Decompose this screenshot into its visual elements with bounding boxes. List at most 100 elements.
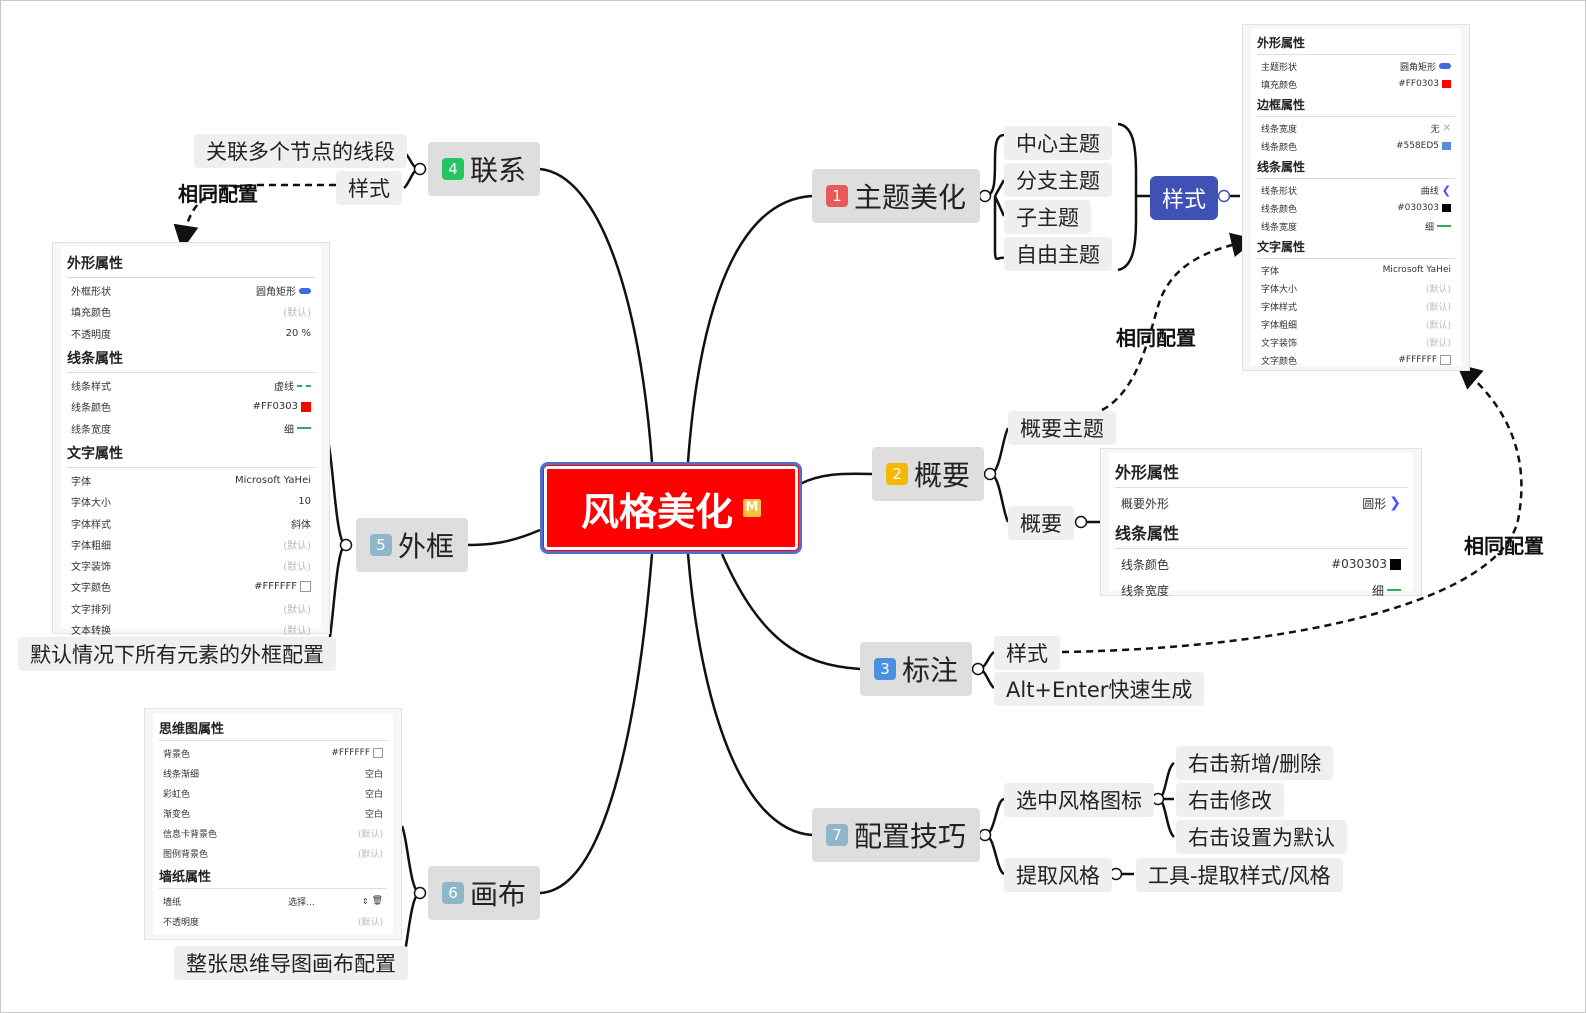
- color-swatch-icon: [373, 748, 383, 758]
- color-swatch-icon: [300, 581, 311, 593]
- prop-row[interactable]: 线条渐细空白: [163, 769, 383, 780]
- prop-row[interactable]: 文本转换(默认): [71, 626, 311, 637]
- priority-1-icon: 1: [826, 185, 848, 207]
- prop-row[interactable]: 彩虹色空白: [163, 789, 383, 800]
- central-topic[interactable]: 风格美化 M: [540, 462, 802, 554]
- branch-canvas[interactable]: 6 画布: [428, 866, 541, 920]
- topic-summary[interactable]: 概要: [1008, 506, 1074, 540]
- branch-boundary[interactable]: 5 外框: [356, 518, 469, 572]
- branch-theme-beautify[interactable]: 1 主题美化: [812, 169, 981, 223]
- topic-main-branch[interactable]: 分支主题: [1004, 163, 1112, 197]
- priority-3-icon: 3: [874, 658, 896, 680]
- prop-row[interactable]: 信息卡背景色(默认): [163, 829, 383, 840]
- topic-callout-style[interactable]: 样式: [994, 636, 1060, 670]
- style-node[interactable]: 样式: [1150, 176, 1218, 220]
- prop-row[interactable]: 概要外形圆形❯: [1121, 495, 1401, 511]
- priority-4-icon: 4: [442, 158, 464, 180]
- prop-row[interactable]: 外框形状圆角矩形: [67, 280, 315, 301]
- dashed-line-icon: [297, 384, 311, 387]
- prop-row[interactable]: 线条颜色#030303: [1115, 551, 1407, 577]
- branch-label: 概要: [914, 459, 971, 492]
- style-panel-theme: 外形属性 主题形状圆角矩形 填充颜色#FF0303 边框属性 线条宽度无✕ 线条…: [1242, 24, 1470, 371]
- topic-extract-style[interactable]: 提取风格: [1004, 858, 1112, 892]
- link-center-b4: [539, 167, 654, 463]
- branch-callout[interactable]: 3 标注: [860, 642, 973, 696]
- priority-6-icon: 6: [442, 882, 464, 904]
- prop-row[interactable]: 线条宽度细: [1115, 577, 1407, 603]
- prop-row[interactable]: 线条颜色#FF0303: [67, 396, 315, 417]
- section-text: 文字属性: [67, 439, 315, 468]
- topic-floating[interactable]: 自由主题: [1004, 237, 1112, 271]
- prop-row[interactable]: 字体粗细(默认): [71, 540, 311, 552]
- topic-canvas-desc[interactable]: 整张思维导图画布配置: [174, 946, 408, 980]
- style-panel-summary: 外形属性 概要外形圆形❯ 线条属性 线条颜色#030303 线条宽度细: [1100, 448, 1422, 598]
- branch-config-tips[interactable]: 7 配置技巧: [812, 808, 981, 862]
- branch-label: 标注: [902, 654, 959, 687]
- link-center-b1: [686, 194, 813, 463]
- prop-row[interactable]: 字体样式斜体: [71, 519, 311, 531]
- prop-row[interactable]: 线条样式虚线: [67, 375, 315, 396]
- line-width-icon: [297, 427, 311, 430]
- branch-label: 画布: [470, 878, 527, 911]
- prop-row[interactable]: 背景色#FFFFFF: [159, 743, 387, 763]
- section-line: 线条属性: [1115, 516, 1407, 549]
- dash-b3-style: [1061, 363, 1523, 654]
- prop-row[interactable]: 墙纸选择...⇕🗑: [163, 896, 383, 908]
- prop-row[interactable]: 线条颜色#558ED5: [1257, 137, 1455, 155]
- prop-row[interactable]: 线条宽度无✕: [1261, 122, 1451, 135]
- topic-sub-topic[interactable]: 子主题: [1004, 200, 1091, 234]
- prop-row[interactable]: 文字排列(默认): [71, 604, 311, 616]
- topic-right-click-add[interactable]: 右击新增/删除: [1176, 746, 1334, 780]
- rounded-rect-icon: [1439, 63, 1451, 69]
- prop-row[interactable]: 线条宽度细: [67, 417, 315, 438]
- section-map: 思维图属性: [159, 715, 387, 741]
- central-topic-label: 风格美化: [580, 489, 733, 534]
- branch-relationship[interactable]: 4 联系: [428, 142, 541, 196]
- prop-row[interactable]: 文字装饰(默认): [71, 562, 311, 574]
- branch-summary[interactable]: 2 概要: [872, 447, 985, 501]
- prop-row[interactable]: 字体样式(默认): [1261, 302, 1451, 313]
- topic-right-click-default[interactable]: 右击设置为默认: [1176, 820, 1347, 854]
- same-config-label-mid: 相同配置: [1116, 326, 1196, 350]
- prop-row[interactable]: 文字装饰(默认): [1261, 338, 1451, 349]
- prop-row[interactable]: 主题形状圆角矩形: [1257, 57, 1455, 75]
- prop-row[interactable]: 填充颜色#FF0303: [1257, 75, 1455, 93]
- section-border: 边框属性: [1257, 93, 1455, 117]
- prop-row[interactable]: 图例背景色(默认): [163, 849, 383, 860]
- topic-right-click-edit[interactable]: 右击修改: [1176, 783, 1284, 817]
- topic-select-style-icon[interactable]: 选中风格图标: [1004, 783, 1154, 817]
- prop-row[interactable]: 填充颜色(默认): [71, 308, 311, 320]
- topic-boundary-desc[interactable]: 默认情况下所有元素的外框配置: [18, 637, 336, 671]
- section-line: 线条属性: [67, 344, 315, 373]
- topic-tool-extract[interactable]: 工具-提取样式/风格: [1136, 858, 1343, 892]
- prop-row[interactable]: 字体粗细(默认): [1261, 320, 1451, 331]
- prop-row[interactable]: 线条颜色#030303: [1257, 199, 1455, 217]
- prop-row[interactable]: 文字颜色#FFFFFF: [67, 576, 315, 597]
- prop-row[interactable]: 线条宽度细: [1257, 217, 1455, 235]
- topic-relationship-desc[interactable]: 关联多个节点的线段: [194, 134, 407, 168]
- branch-label: 主题美化: [854, 181, 967, 214]
- topic-relationship-style[interactable]: 样式: [336, 171, 402, 205]
- prop-row[interactable]: 字体大小(默认): [1261, 284, 1451, 295]
- priority-2-icon: 2: [886, 463, 908, 485]
- color-swatch-icon: [1442, 80, 1451, 88]
- section-text: 文字属性: [1257, 235, 1455, 259]
- topic-alt-enter[interactable]: Alt+Enter快速生成: [994, 672, 1205, 706]
- prop-row[interactable]: 渐变色空白: [163, 809, 383, 820]
- stepper-icon: ⇕: [361, 896, 369, 906]
- prop-row[interactable]: 不透明度(默认): [163, 917, 383, 928]
- section-shape: 外形属性: [1115, 455, 1407, 488]
- link-center-b6: [539, 553, 654, 895]
- trash-icon: 🗑: [371, 896, 383, 906]
- topic-central-theme[interactable]: 中心主题: [1004, 126, 1112, 160]
- prop-row[interactable]: 线条形状曲线❮: [1261, 183, 1451, 197]
- section-wallpaper: 墙纸属性: [159, 863, 387, 889]
- topic-summary-theme[interactable]: 概要主题: [1008, 411, 1116, 445]
- prop-row[interactable]: 文字颜色#FFFFFF: [1257, 351, 1455, 369]
